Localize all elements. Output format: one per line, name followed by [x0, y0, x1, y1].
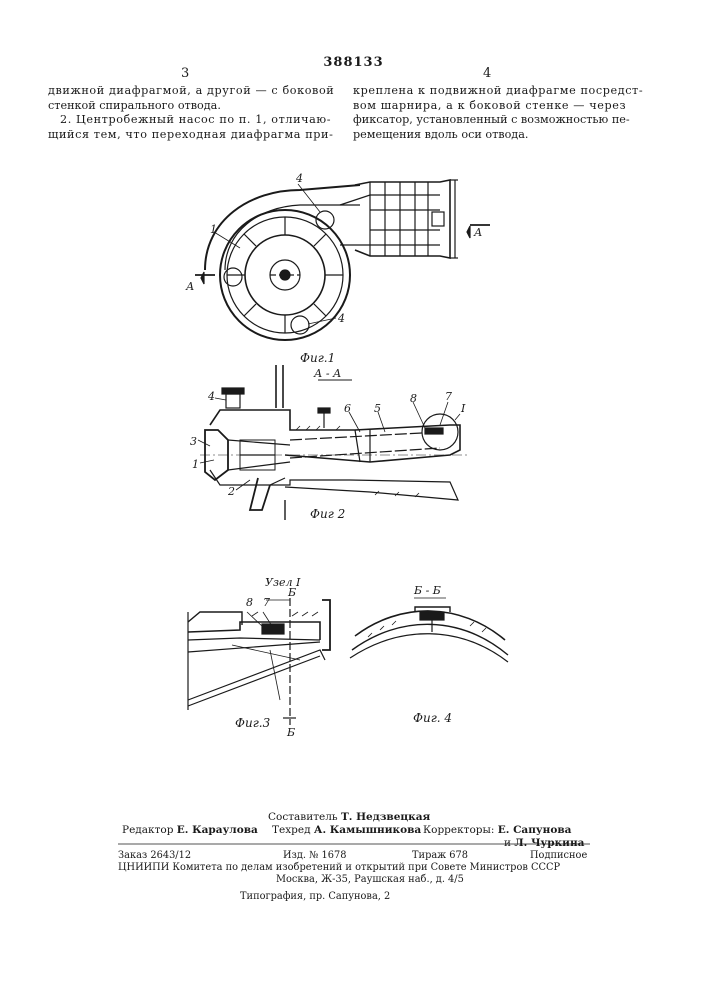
address-line: Москва, Ж-35, Раушская наб., д. 4/5	[276, 874, 464, 887]
fig3-caption: Фиг.3	[235, 716, 271, 730]
fig4-section-bb	[350, 598, 508, 662]
fig1-label-4-bottom: 4	[337, 312, 345, 325]
corrector-1: Е. Сапунова	[498, 824, 572, 836]
fig3-label-7: 7	[263, 596, 270, 609]
fig3-label-b-bottom: Б	[286, 726, 295, 739]
fig1-label-1: 1	[210, 223, 217, 236]
fig1-section-right: А	[473, 226, 482, 239]
fig2-label-1: 1	[192, 458, 199, 471]
org-line: ЦНИИПИ Комитета по делам изобретений и о…	[118, 862, 592, 875]
fig2-label-2: 2	[227, 485, 235, 498]
fig3-node-detail	[188, 598, 330, 725]
compiler-line: Составитель Т. Недзвецкая	[268, 811, 430, 824]
compiler-name: Т. Недзвецкая	[341, 811, 430, 823]
correctors-label: Корректоры:	[423, 824, 494, 836]
fig2-label-8: 8	[410, 392, 417, 405]
fig3-label-8: 8	[246, 596, 253, 609]
techred-line: Техред А. Камышникова	[272, 824, 421, 837]
techred-name: А. Камышникова	[314, 824, 421, 836]
fig2-caption: Фиг 2	[310, 507, 345, 521]
compiler-label: Составитель	[268, 811, 338, 823]
fig2-section-title: А - А	[313, 367, 341, 380]
fig2-label-6: 6	[344, 402, 351, 415]
fig2-label-I: I	[460, 402, 466, 415]
fig2-section-aa	[198, 365, 470, 520]
fig2-label-5: 5	[374, 402, 381, 415]
techred-label: Техред	[272, 824, 311, 836]
fig2-label-4: 4	[207, 390, 215, 403]
fig4-caption: Фиг. 4	[413, 711, 452, 725]
order-number: Заказ 2643/12	[118, 850, 191, 863]
fig1-section-left: А	[185, 280, 194, 293]
fig1-label-4-top: 4	[295, 172, 303, 185]
subscription: Подписное	[530, 850, 587, 863]
fig2-label-3: 3	[190, 435, 197, 448]
editor-line: Редактор Е. Караулова	[122, 824, 258, 837]
fig2-label-7: 7	[445, 390, 452, 403]
corrector-2-prefix: и	[504, 837, 511, 849]
printer-line: Типография, пр. Сапунова, 2	[240, 891, 390, 904]
fig4-section-title: Б - Б	[413, 584, 441, 597]
correctors-line: Корректоры: Е. Сапунова	[423, 824, 571, 837]
print-run: Тираж 678	[412, 850, 468, 863]
corrector-2: Л. Чуркина	[514, 837, 584, 849]
editor-label: Редактор	[122, 824, 173, 836]
fig1-caption: Фиг.1	[300, 351, 335, 365]
editor-name: Е. Караулова	[177, 824, 258, 836]
corrector-2-line: и Л. Чуркина	[504, 837, 584, 850]
edition-number: Изд. № 1678	[283, 850, 346, 863]
fig3-label-b-top: Б	[287, 586, 296, 599]
